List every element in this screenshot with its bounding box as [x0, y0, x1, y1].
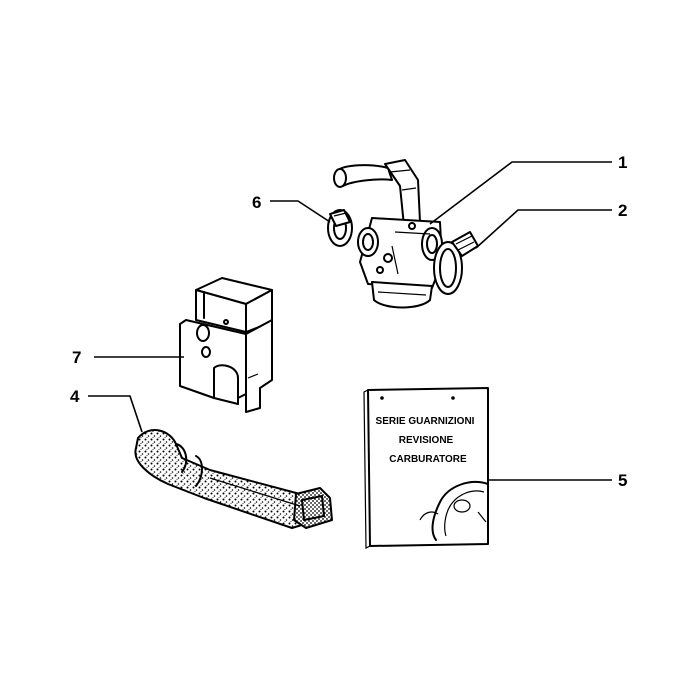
- air-box-block: [179, 277, 273, 413]
- callout-7: 7: [72, 348, 81, 367]
- package-title-line-3: CARBURATORE: [389, 454, 467, 465]
- callout-1: 1: [618, 153, 627, 172]
- callout-6: 6: [252, 193, 261, 212]
- carburetor: [333, 159, 443, 309]
- callout-5: 5: [618, 471, 627, 490]
- gasket-kit-package: SERIE GUARNIZIONI REVISIONE CARBURATORE: [363, 387, 489, 549]
- intake-sleeve: [134, 429, 333, 529]
- package-title-line-1: SERIE GUARNIZIONI: [376, 416, 475, 427]
- hose-clamp-small: [327, 209, 353, 247]
- package-title-line-2: REVISIONE: [399, 435, 454, 446]
- callout-4: 4: [70, 387, 80, 406]
- hose-clamp-large: [433, 231, 479, 295]
- leader-lines: [88, 161, 612, 481]
- callout-2: 2: [618, 201, 627, 220]
